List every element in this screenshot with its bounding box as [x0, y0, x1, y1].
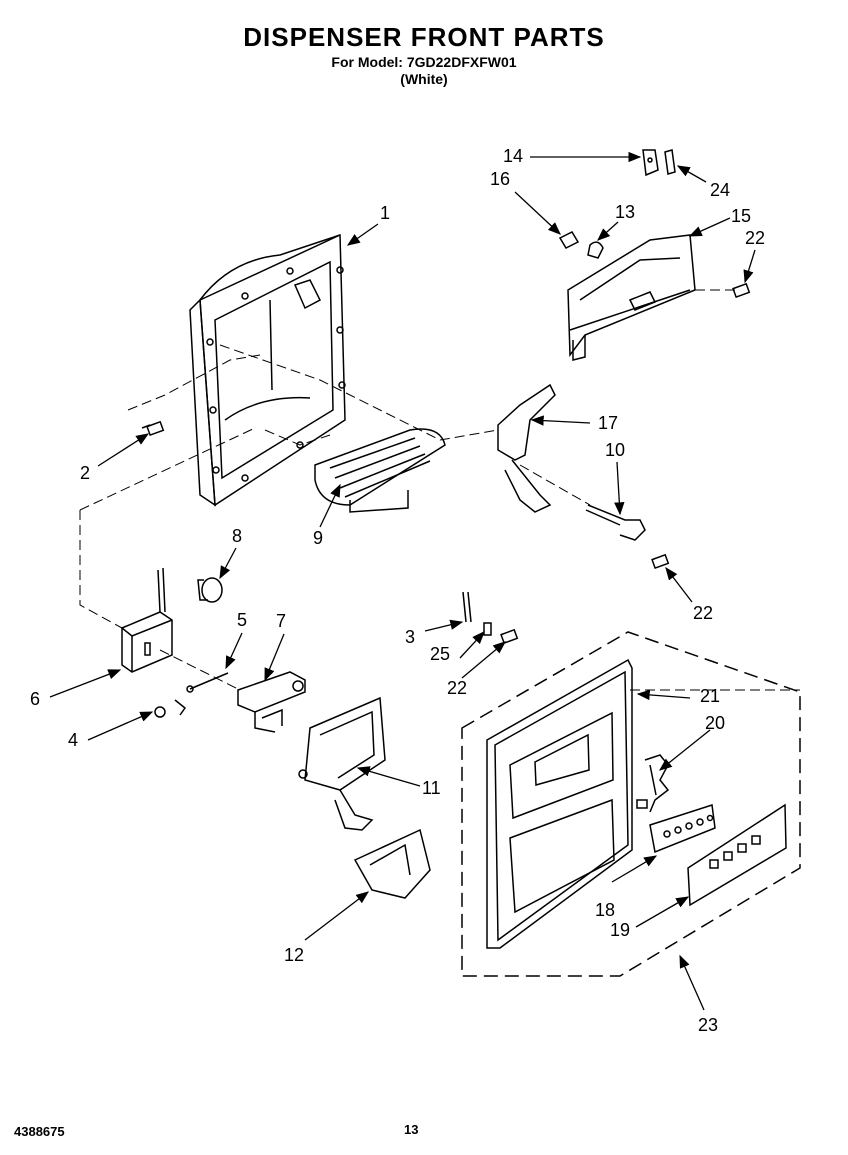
- part-6-module: [121, 567, 173, 673]
- callout-24: 24: [710, 180, 731, 200]
- part-16-bushing: [558, 231, 580, 249]
- part-19-overlay: [687, 803, 787, 907]
- callout-19: 19: [610, 920, 631, 940]
- color-line: (White): [400, 71, 448, 87]
- model-subtitle: For Model: 7GD22DFXFW01 (White): [0, 54, 848, 88]
- part-13-cam: [587, 241, 604, 259]
- callout-25: 25: [430, 644, 451, 664]
- callout-18: 18: [595, 900, 616, 920]
- callout-7: 7: [276, 611, 287, 631]
- callout-15: 15: [731, 206, 752, 226]
- part-22-screw-b: [651, 553, 670, 570]
- part-10-rod: [585, 504, 646, 541]
- callout-1: 1: [380, 203, 391, 223]
- model-line: For Model: 7GD22DFXFW01: [331, 54, 517, 70]
- part-1-housing: [189, 233, 346, 507]
- callout-6: 6: [30, 689, 41, 709]
- part-22-screw-a: [500, 628, 519, 645]
- callout-12: 12: [284, 945, 305, 965]
- part-20-harness: [636, 754, 670, 813]
- callout-11: 11: [422, 778, 441, 798]
- part-8-solenoid: [197, 577, 223, 603]
- part-18-control-board: [649, 804, 716, 854]
- part-11-lever: [298, 696, 386, 831]
- callout-3: 3: [405, 627, 416, 647]
- callout-23: 23: [698, 1015, 719, 1035]
- callout-22-upper: 22: [745, 228, 766, 248]
- part-7-bracket: [237, 671, 306, 733]
- callout-10: 10: [605, 440, 626, 460]
- part-22-screw-c: [732, 282, 751, 299]
- part-14-switch: [642, 149, 659, 177]
- callout-16: 16: [490, 169, 511, 189]
- part-17-actuator: [497, 383, 556, 513]
- callout-5: 5: [237, 610, 248, 630]
- footer-page-number: 13: [404, 1122, 419, 1137]
- part-12-cup: [353, 828, 431, 899]
- callout-9: 9: [313, 528, 324, 548]
- part-9-drip-tray: [314, 428, 446, 513]
- callout-13: 13: [615, 202, 636, 222]
- callout-4: 4: [68, 730, 79, 750]
- callout-22-lower: 22: [447, 678, 468, 698]
- callout-22-middle: 22: [693, 603, 714, 623]
- footer-part-number: 4388675: [14, 1124, 65, 1139]
- part-24-insulator: [664, 149, 676, 175]
- part-15-switch-housing: [567, 234, 696, 361]
- callout-21: 21: [700, 686, 721, 706]
- callout-14: 14: [503, 146, 524, 166]
- part-5-pin: [186, 672, 229, 693]
- part-21-front-panel: [486, 658, 633, 949]
- part-25-clip: [483, 622, 492, 636]
- callout-17: 17: [598, 413, 619, 433]
- part-2-screw: [141, 420, 165, 437]
- page-title: DISPENSER FRONT PARTS: [243, 22, 605, 52]
- part-3-spring: [462, 591, 472, 623]
- part-23-panel-group: [461, 631, 801, 977]
- callout-8: 8: [232, 526, 243, 546]
- callout-2: 2: [80, 463, 91, 483]
- part-4-nut: [154, 699, 187, 718]
- callout-20: 20: [705, 713, 726, 733]
